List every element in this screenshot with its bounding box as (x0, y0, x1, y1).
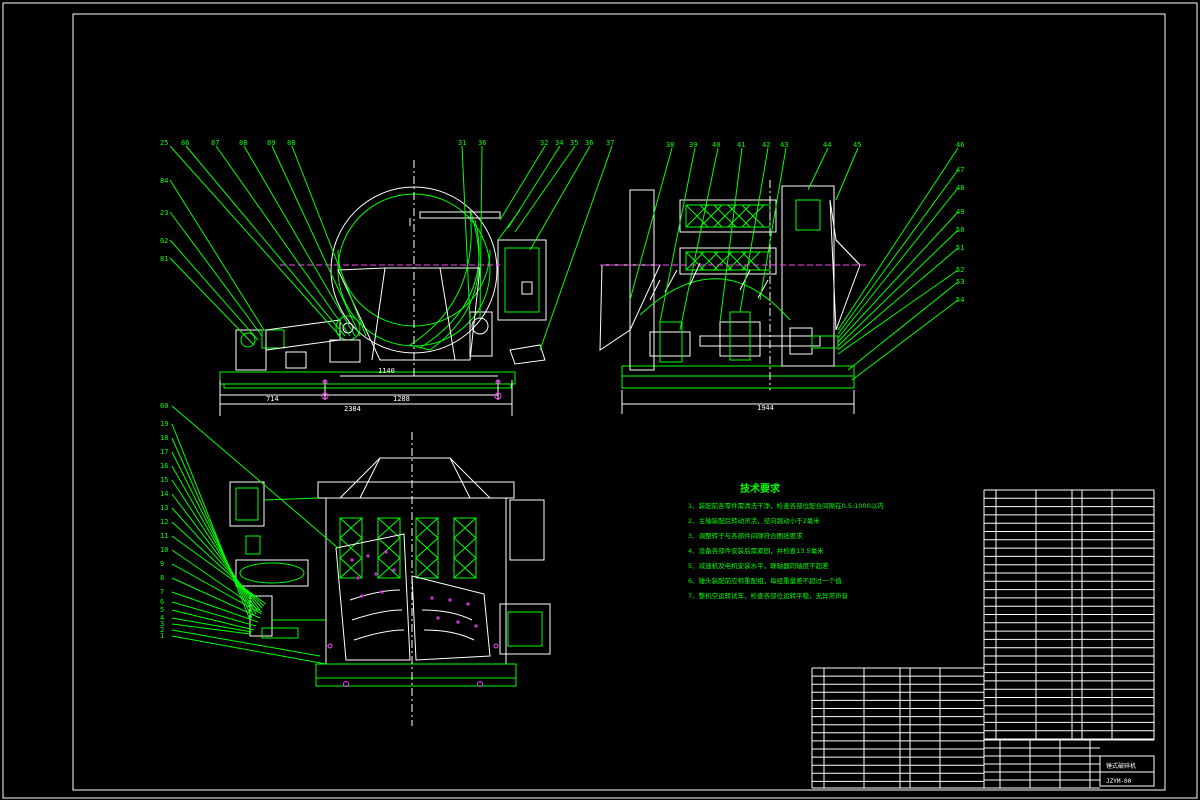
callout: 2 (160, 626, 164, 634)
callout: 88 (287, 139, 295, 147)
callout: 81 (160, 255, 168, 263)
callout: 44 (823, 141, 831, 149)
callout: 12 (160, 518, 168, 526)
front-callouts: 25 86 87 88 89 88 31 36 32 34 35 36 37 8… (160, 139, 614, 263)
callout: 36 (478, 139, 486, 147)
side-callouts: 38 39 40 41 42 43 44 45 46 47 48 49 50 5… (666, 141, 964, 304)
drawing-name: 锤式破碎机 (1106, 762, 1136, 770)
callout: 10 (160, 546, 168, 554)
callout: 51 (956, 244, 964, 252)
plan-callouts: 60 19 18 17 16 15 14 13 12 11 10 9 8 7 6… (160, 402, 168, 640)
callout: 84 (160, 177, 168, 185)
callout: 36 (585, 139, 593, 147)
front-dim-1140: 1140 (378, 367, 395, 375)
side-dim-1944: 1944 (757, 404, 774, 412)
callout: 4 (160, 614, 164, 622)
callout: 9 (160, 560, 164, 568)
tech-item: 5、减速机及电机安装水平，联轴器同轴度不超差 (688, 561, 829, 570)
callout: 60 (160, 402, 168, 410)
callout: 23 (160, 209, 168, 217)
tech-requirements: 技术要求 1、装配前各零件需清洗干净，检查各部位配合间隙在0.5:1000以内 … (688, 482, 884, 600)
front-dim-2384: 2384 (344, 405, 361, 413)
callout: 35 (570, 139, 578, 147)
callout: 89 (267, 139, 275, 147)
callout: 32 (540, 139, 548, 147)
callout: 54 (956, 296, 964, 304)
callout: 34 (555, 139, 563, 147)
callout: 8 (160, 574, 164, 582)
tech-item: 4、设备各部件安装后需紧固，并检查13.5毫米 (688, 546, 824, 555)
drawing-number: JZYM-00 (1106, 778, 1132, 785)
callout: 43 (780, 141, 788, 149)
tech-item: 1、装配前各零件需清洗干净，检查各部位配合间隙在0.5:1000以内 (688, 501, 884, 510)
tech-item: 3、调整转子与各部件间隙符合图纸要求 (688, 531, 803, 540)
callout: 7 (160, 588, 164, 596)
front-dim-1288: 1288 (393, 395, 410, 403)
title-block: 锤式破碎机 JZYM-00 (1099, 755, 1155, 787)
callout: 19 (160, 420, 168, 428)
tech-requirements-title: 技术要求 (740, 482, 781, 495)
callout: 50 (956, 226, 964, 234)
callout: 52 (956, 266, 964, 274)
callout: 11 (160, 532, 168, 540)
callout: 48 (956, 184, 964, 192)
side-view: 1944 (599, 147, 959, 414)
callout: 38 (666, 141, 674, 149)
callout: 25 (160, 139, 168, 147)
callout: 42 (762, 141, 770, 149)
plan-view (171, 405, 551, 726)
callout: 88 (239, 139, 247, 147)
callout: 86 (181, 139, 189, 147)
callout: 37 (606, 139, 614, 147)
tech-item: 6、锤头装配前应称重配组，每组重量差不超过一个值 (688, 576, 842, 585)
front-dim-714: 714 (266, 395, 279, 403)
callout: 47 (956, 166, 964, 174)
callout: 17 (160, 448, 168, 456)
callout: 13 (160, 504, 168, 512)
callout: 46 (956, 141, 964, 149)
callout: 5 (160, 606, 164, 614)
callout: 16 (160, 462, 168, 470)
tech-item: 2、主轴装配后转动灵活，径向跳动小于2毫米 (688, 516, 820, 525)
parts-list (811, 489, 1155, 789)
callout: 3 (160, 620, 164, 628)
callout: 14 (160, 490, 168, 498)
callout: 45 (853, 141, 861, 149)
callout: 41 (737, 141, 745, 149)
callout: 87 (211, 139, 219, 147)
callout: 53 (956, 278, 964, 286)
callout: 1 (160, 632, 164, 640)
callout: 40 (712, 141, 720, 149)
tech-item: 7、整机空运转试车，检查各部位运转平稳，无异常声音 (688, 591, 849, 600)
callout: 31 (458, 139, 466, 147)
inner-border (72, 13, 1166, 791)
callout: 18 (160, 434, 168, 442)
callout: 6 (160, 598, 164, 606)
front-view: 1140 714 1288 2384 (169, 145, 613, 416)
callout: 62 (160, 237, 168, 245)
callout: 49 (956, 208, 964, 216)
callout: 39 (689, 141, 697, 149)
callout: 15 (160, 476, 168, 484)
